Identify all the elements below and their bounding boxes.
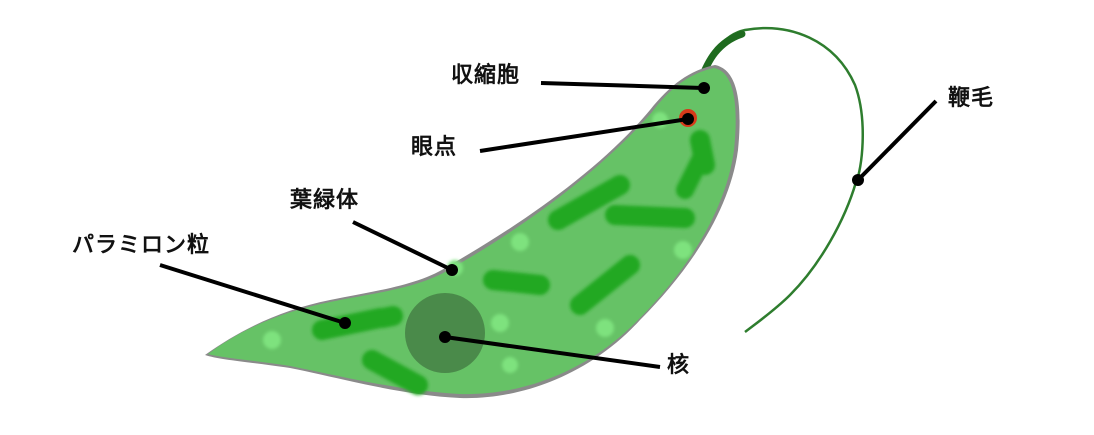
leader-lines <box>159 81 938 369</box>
label-paramylon: パラミロン粒 <box>72 233 211 258</box>
cell-body <box>208 68 736 395</box>
label-chloroplast: 葉緑体 <box>290 188 360 213</box>
label-nucleus: 核 <box>667 353 691 378</box>
leader-dots <box>339 82 864 343</box>
label-contractile-vacuole: 収縮胞 <box>451 63 521 88</box>
flagellum <box>702 26 864 333</box>
label-flagellum: 鞭毛 <box>948 86 995 111</box>
chloroplasts <box>312 130 715 395</box>
label-eyespot: 眼点 <box>411 135 458 160</box>
